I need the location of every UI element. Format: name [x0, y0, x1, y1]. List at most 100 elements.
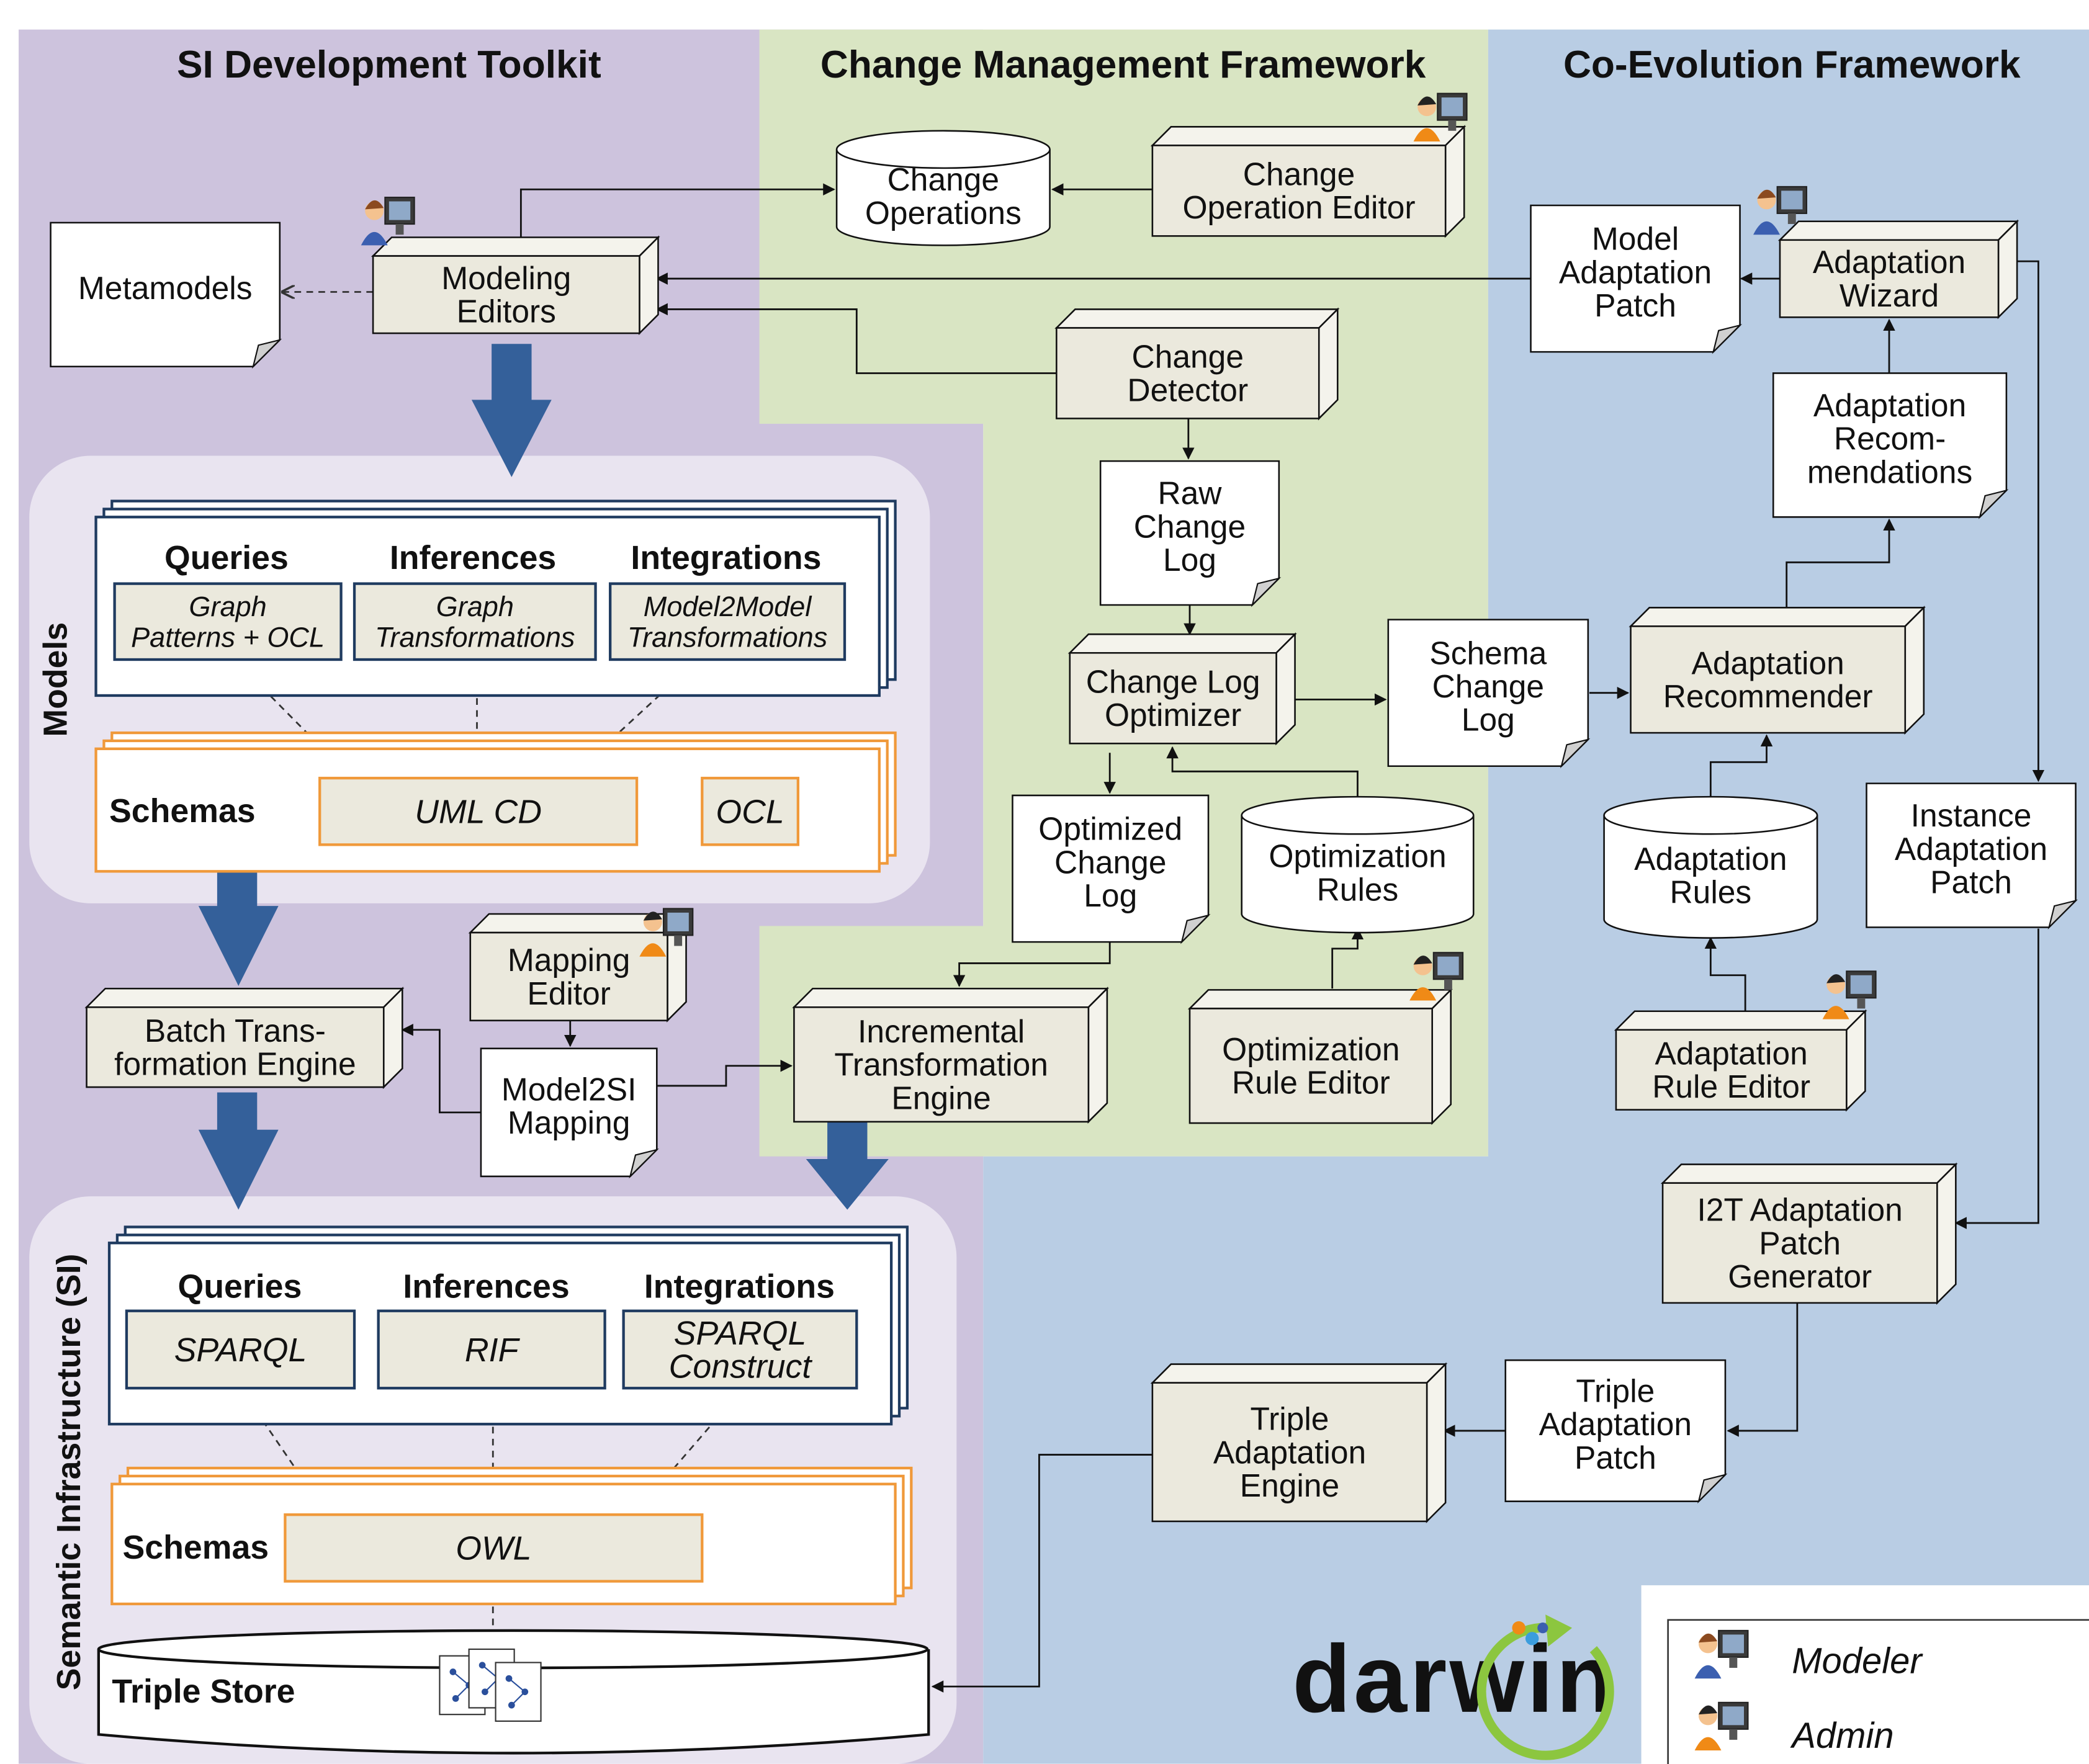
- big-arrows: [198, 344, 889, 1210]
- arrow-optimized-log-to-incremental: [953, 942, 1111, 987]
- raw-change-log-doc-line: Log: [1163, 542, 1216, 578]
- modeling-editors-box-line: Modeling: [441, 260, 571, 296]
- metamodels-doc[interactable]: Metamodels: [50, 222, 282, 369]
- si-schemas-label: Schemas: [122, 1529, 269, 1566]
- si-queries-heading: Queries: [177, 1268, 302, 1305]
- triple-adaptation-patch-doc-line: Triple: [1576, 1373, 1655, 1409]
- arrow-mapping-to-batch: [401, 1024, 481, 1114]
- uml-cd-box-line: UML CD: [415, 794, 542, 831]
- raw-change-log-doc-line: Change: [1134, 508, 1246, 544]
- batch-engine-box-line: formation Engine: [114, 1046, 356, 1082]
- ocl-box-line: OCL: [716, 794, 784, 831]
- mapping-editor-box-line: Mapping: [508, 942, 631, 978]
- optimization-rule-editor-box-line: Optimization: [1222, 1031, 1399, 1067]
- models-inferences-detail-line: Transformations: [375, 621, 575, 653]
- optimization-rules-store-line: Rules: [1317, 871, 1399, 907]
- batch-engine-box[interactable]: Batch Trans-formation Engine: [84, 987, 405, 1090]
- adaptation-recommender-box-line: Adaptation: [1691, 645, 1844, 681]
- change-detector-box-line: Change: [1132, 339, 1244, 375]
- optimized-change-log-doc-line: Log: [1084, 877, 1137, 913]
- mapping-editor-box-line: Editor: [527, 975, 611, 1011]
- model-adaptation-patch-doc-line: Patch: [1594, 287, 1676, 323]
- incremental-engine-box-line: Transformation: [834, 1047, 1048, 1083]
- optimization-rule-editor-box-line: Rule Editor: [1232, 1065, 1390, 1101]
- arrow-rules-to-recommender: [1709, 734, 1773, 797]
- si-queries-detail-line: SPARQL: [174, 1332, 307, 1369]
- models-queries-detail-line: Graph: [189, 591, 266, 622]
- legend-admin-label: Admin: [1790, 1716, 1894, 1756]
- adaptation-wizard-box-line: Adaptation: [1813, 244, 1965, 280]
- legend-modeler-label: Modeler: [1792, 1642, 1923, 1681]
- darwin-logo: darwin: [1292, 1614, 1617, 1760]
- schema-change-log-doc-line: Schema: [1429, 635, 1547, 671]
- adaptation-recommender-box-line: Recommender: [1663, 678, 1873, 714]
- si-inferences-detail: RIF: [377, 1309, 606, 1390]
- model2si-mapping-doc-line: Model2SI: [501, 1071, 637, 1107]
- adaptation-recommendations-doc-line: Adaptation: [1813, 387, 1966, 423]
- change-mgmt-title: Change Management Framework: [820, 43, 1426, 86]
- owl-box: OWL: [284, 1513, 704, 1583]
- si-toolkit-title: SI Development Toolkit: [177, 43, 601, 86]
- models-integrations-detail-line: Transformations: [627, 621, 827, 653]
- arrow-recommender-to-recommendations: [1786, 518, 1895, 608]
- change-log-optimizer-box-line: Optimizer: [1105, 697, 1241, 733]
- models-integrations-detail-line: Model2Model: [644, 591, 813, 622]
- modeler-icon-modeling: [361, 197, 415, 246]
- uml-cd-box: UML CD: [318, 776, 639, 846]
- arrow-editors-to-change-ops: [519, 183, 835, 256]
- si-integrations-detail-line: Construct: [669, 1348, 813, 1386]
- optimized-change-log-doc-line: Change: [1054, 844, 1166, 880]
- models-side-label: Models: [37, 622, 74, 737]
- triple-adaptation-engine-box-line: Engine: [1240, 1467, 1339, 1503]
- i2t-generator-box-line: I2T Adaptation: [1697, 1192, 1903, 1228]
- si-queries-detail: SPARQL: [125, 1309, 356, 1390]
- arrow-detector-to-editors: [655, 303, 1057, 374]
- models-inferences-heading: Inferences: [390, 539, 556, 576]
- arrow-i2t-to-triple-patch: [1727, 1302, 1799, 1437]
- modeler-icon-wizard: [1753, 186, 1807, 235]
- model2si-mapping-doc-line: Mapping: [508, 1104, 631, 1140]
- models-queries-detail-line: Patterns + OCL: [131, 621, 325, 653]
- model-adaptation-patch-doc-line: Adaptation: [1559, 254, 1712, 290]
- triple-adaptation-engine-box-line: Adaptation: [1213, 1434, 1366, 1470]
- adaptation-rule-editor-box-line: Adaptation: [1655, 1035, 1807, 1071]
- arrow-wizard-to-instance-patch: [2017, 260, 2045, 782]
- adaptation-rule-editor-box-line: Rule Editor: [1652, 1068, 1810, 1104]
- i2t-generator-box-line: Generator: [1728, 1258, 1872, 1294]
- triple-store-label: Triple Store: [112, 1673, 295, 1710]
- darwin-logo-text: darwin: [1292, 1625, 1617, 1732]
- rdf-graph-icons: [439, 1648, 542, 1722]
- change-detector-box-line: Detector: [1127, 372, 1248, 408]
- arrow-adapt-editor-to-rules: [1704, 936, 1746, 1011]
- arrow-opt-editor-to-rules: [1331, 927, 1364, 989]
- models-inferences-detail-line: Graph: [436, 591, 514, 622]
